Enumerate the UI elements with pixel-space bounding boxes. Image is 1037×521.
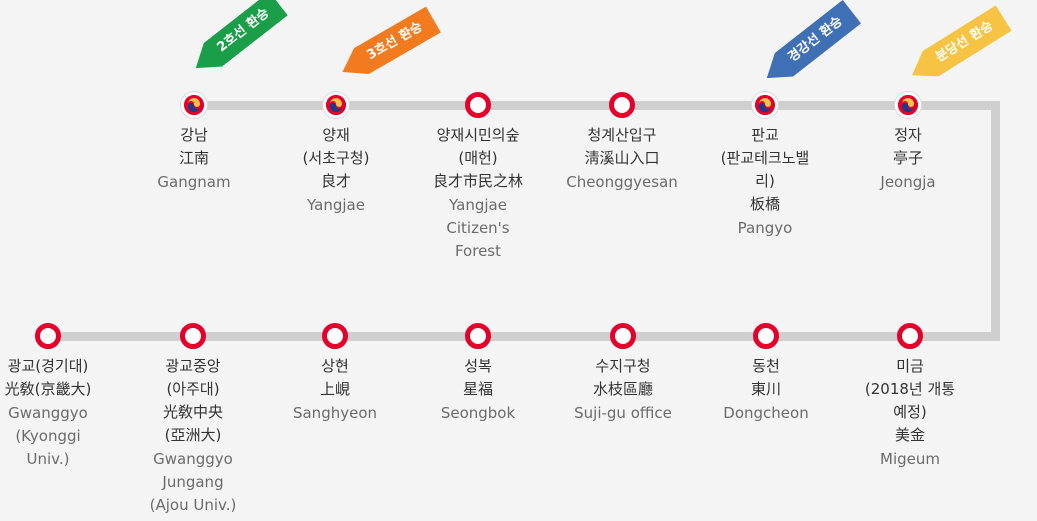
station-icon (610, 323, 636, 349)
station-seongbok[interactable]: 성복 星福 Seongbok (403, 323, 553, 425)
station-name-en: Gwanggyo (Kyonggi Univ.) (8, 404, 88, 468)
station-name-en: Yangjae (307, 196, 365, 214)
transfer-flag-line3-label: 3호선 환승 (364, 19, 426, 64)
station-name-hanja: 上峴 (319, 380, 350, 398)
transfer-flag-bundang-label: 분당선 환승 (933, 18, 996, 66)
station-name-hanja: 良才市民之林 (432, 172, 523, 190)
station-gangnam[interactable]: 강남 江南 Gangnam (119, 92, 269, 194)
station-icon (609, 92, 635, 118)
transfer-flag-gyeonggang: 경강선 환승 (758, 0, 862, 90)
station-name-en: Gwanggyo Jungang (Ajou Univ.) (149, 450, 237, 514)
station-name-ko: 광교중앙 (아주대) (165, 357, 221, 398)
station-name-hanja: 淸溪山入口 (584, 149, 660, 167)
station-name-ko: 판교 (판교테크노밸 리) (720, 126, 810, 190)
route-line-bottom (48, 332, 1000, 341)
station-icon (465, 92, 491, 118)
station-icon (897, 323, 923, 349)
transfer-station-icon (181, 92, 207, 118)
station-icon (35, 323, 61, 349)
station-name-hanja: 美金 (894, 426, 925, 444)
station-name-en: Jeongja (880, 173, 936, 191)
route-line-top (193, 101, 1000, 110)
station-migeum[interactable]: 미금 (2018년 개통 예정) 美金 Migeum (835, 323, 985, 471)
transfer-station-icon (323, 92, 349, 118)
station-name-ko: 동천 (752, 357, 780, 375)
station-name-en: Yangjae Citizen's Forest (446, 196, 510, 260)
station-name-hanja: 板橋 (749, 195, 780, 213)
station-name-hanja: 光敎(京畿大) (4, 380, 92, 398)
station-icon (465, 323, 491, 349)
station-name-ko: 성복 (464, 357, 492, 375)
station-name-ko: 수지구청 (595, 357, 651, 375)
station-name-hanja: 水枝區廳 (592, 380, 653, 398)
station-name-en: Pangyo (737, 219, 793, 237)
station-name-hanja: 良才 (320, 172, 351, 190)
station-pangyo[interactable]: 판교 (판교테크노밸 리) 板橋 Pangyo (690, 92, 840, 240)
station-jeongja[interactable]: 정자 亭子 Jeongja (833, 92, 983, 194)
station-name-ko: 상현 (321, 357, 349, 375)
station-suji-gu-office[interactable]: 수지구청 水枝區廳 Suji-gu office (548, 323, 698, 425)
transfer-flag-gyeonggang-label: 경강선 환승 (785, 13, 846, 66)
station-gwanggyo-jungang[interactable]: 광교중앙 (아주대) 光敎中央 (亞洲大) Gwanggyo Jungang (… (118, 323, 268, 517)
station-icon (322, 323, 348, 349)
station-name-ko: 정자 (894, 126, 922, 144)
station-sanghyeon[interactable]: 상현 上峴 Sanghyeon (260, 323, 410, 425)
station-yangjae-citizens-forest[interactable]: 양재시민의숲 (매헌) 良才市民之林 Yangjae Citizen's For… (403, 92, 553, 263)
station-name-hanja: 亭子 (892, 149, 923, 167)
station-name-hanja: 光敎中央 (亞洲大) (162, 403, 223, 444)
station-name-en: Suji-gu office (574, 404, 672, 422)
station-yangjae[interactable]: 양재 (서초구청) 良才 Yangjae (261, 92, 411, 217)
station-dongcheon[interactable]: 동천 東川 Dongcheon (691, 323, 841, 425)
station-name-en: Sanghyeon (292, 404, 378, 422)
station-name-ko: 광교(경기대) (7, 357, 89, 375)
station-name-hanja: 江南 (178, 149, 209, 167)
transfer-flag-line2: 2호선 환승 (187, 0, 289, 80)
station-name-hanja: 東川 (750, 380, 781, 398)
station-name-ko: 양재시민의숲 (매헌) (436, 126, 520, 167)
station-name-en: Dongcheon (723, 404, 809, 422)
station-icon (180, 323, 206, 349)
station-cheonggyesan[interactable]: 청계산입구 淸溪山入口 Cheonggyesan (547, 92, 697, 194)
station-name-en: Gangnam (157, 173, 231, 191)
station-name-ko: 미금 (2018년 개통 예정) (864, 357, 956, 421)
station-icon (753, 323, 779, 349)
route-line-right (991, 101, 1000, 341)
station-name-ko: 강남 (180, 126, 208, 144)
station-name-ko: 청계산입구 (587, 126, 657, 144)
station-name-en: Seongbok (440, 404, 516, 422)
transfer-station-icon (752, 92, 778, 118)
transfer-station-icon (895, 92, 921, 118)
station-gwanggyo[interactable]: 광교(경기대) 光敎(京畿大) Gwanggyo (Kyonggi Univ.) (0, 323, 123, 471)
station-name-en: Cheonggyesan (566, 173, 678, 191)
station-name-hanja: 星福 (462, 380, 493, 398)
transfer-flag-bundang: 분당선 환승 (904, 5, 1012, 88)
station-name-en: Migeum (880, 450, 940, 468)
station-name-ko: 양재 (서초구청) (302, 126, 370, 167)
transfer-flag-line2-label: 2호선 환승 (214, 5, 273, 56)
transfer-flag-line3: 3호선 환승 (335, 6, 441, 85)
